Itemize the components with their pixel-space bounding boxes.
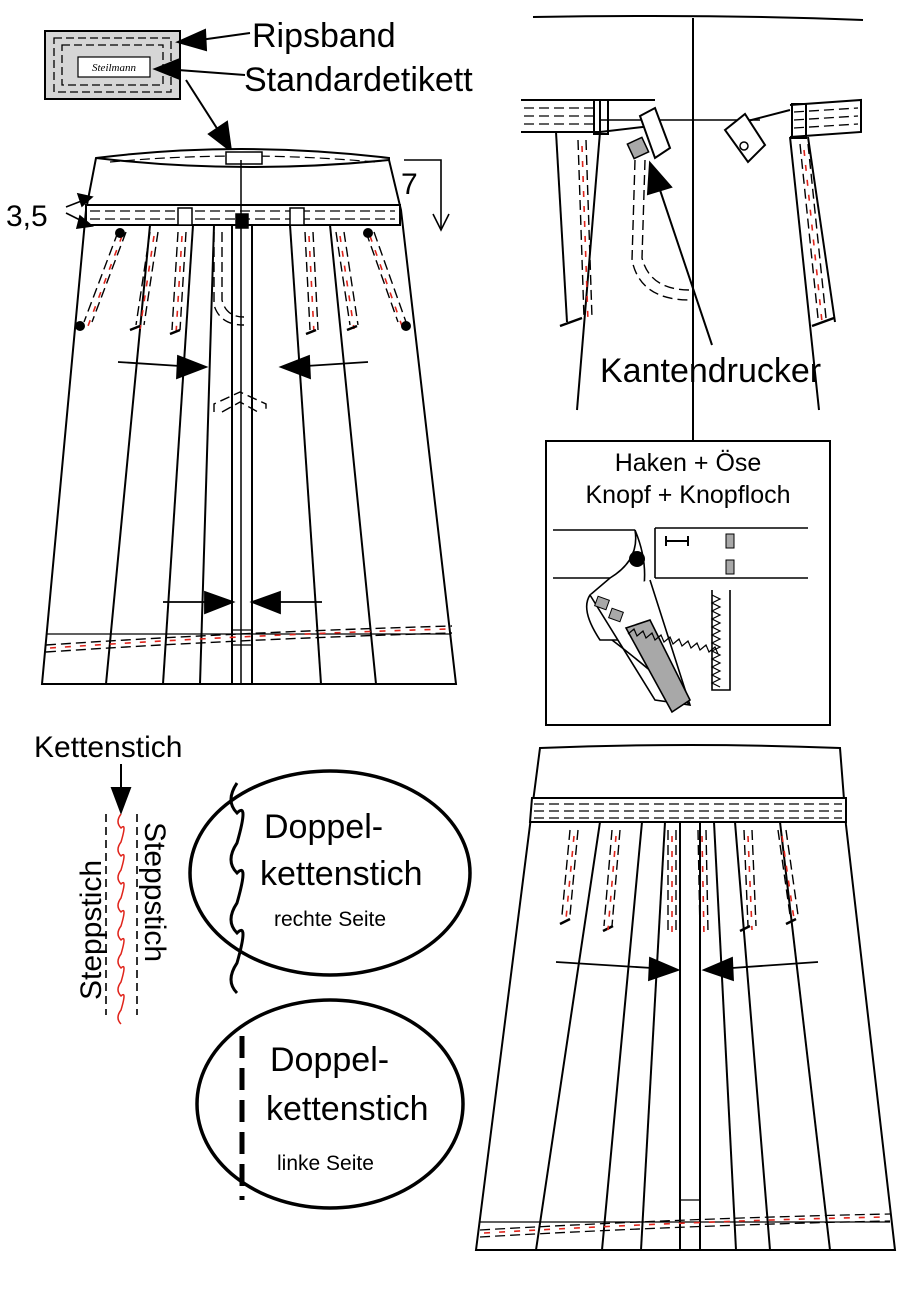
closure-box-title-line1: Haken + Öse bbox=[615, 449, 762, 477]
ripsband-label: Ripsband bbox=[252, 17, 396, 55]
kettenstich-label: Kettenstich bbox=[34, 731, 182, 764]
button-icon bbox=[629, 551, 645, 567]
waist-detail-red-stitching bbox=[581, 145, 823, 323]
steppstich-right-label: Steppstich bbox=[138, 822, 171, 962]
kantendrucker-arrow bbox=[646, 160, 713, 346]
skirt-back-pleat-arrows bbox=[555, 956, 819, 982]
oval2-line3: linke Seite bbox=[277, 1152, 374, 1175]
zipper-teeth-right bbox=[710, 594, 722, 688]
oval1-line1: Doppel- bbox=[264, 808, 383, 846]
doppelkettenstich-left-oval: Doppel- kettenstich linke Seite bbox=[195, 998, 465, 1210]
closure-box-title-line2: Knopf + Knopfloch bbox=[585, 481, 790, 509]
zipper-teeth-left bbox=[627, 628, 719, 655]
skirt-back-red-stitching bbox=[483, 835, 887, 1234]
skirt-front-waist-loop bbox=[177, 207, 305, 229]
skirt-front-view bbox=[40, 148, 458, 685]
skirt-front-stitching-black bbox=[45, 231, 453, 653]
stitch-sample bbox=[105, 813, 138, 1025]
skirt-front-bartacks bbox=[75, 228, 411, 336]
skirt-front-stitching-red bbox=[49, 235, 449, 649]
skirt-back-view bbox=[474, 744, 897, 1251]
oval1-line3: rechte Seite bbox=[274, 908, 386, 931]
measure-hem-arrow bbox=[404, 159, 450, 232]
closure-detail-box: Haken + Öse Knopf + Knopfloch bbox=[545, 440, 831, 726]
steppstich-left-label: Steppstich bbox=[75, 860, 108, 1000]
oval2-line2: kettenstich bbox=[266, 1090, 429, 1128]
standardetikett-label: Standardetikett bbox=[244, 61, 473, 99]
label-pointer-arrows bbox=[152, 28, 251, 154]
oval2-line1: Doppel- bbox=[270, 1041, 389, 1079]
kantendrucker-label: Kantendrucker bbox=[600, 352, 821, 390]
oval1-line2: kettenstich bbox=[260, 855, 423, 893]
measure-hem-label: 7 bbox=[401, 168, 418, 201]
skirt-front-pleat-arrows bbox=[117, 354, 369, 615]
garment-label: Steilmann bbox=[44, 30, 181, 100]
measure-waistband-arrows bbox=[65, 192, 94, 229]
kettenstich-arrow bbox=[110, 764, 132, 815]
doppelkettenstich-right-oval: Doppel- kettenstich rechte Seite bbox=[188, 769, 472, 995]
waist-closure-detail bbox=[521, 15, 864, 440]
label-logo-text: Steilmann bbox=[92, 62, 136, 74]
measure-waistband-label: 3,5 bbox=[6, 200, 48, 233]
